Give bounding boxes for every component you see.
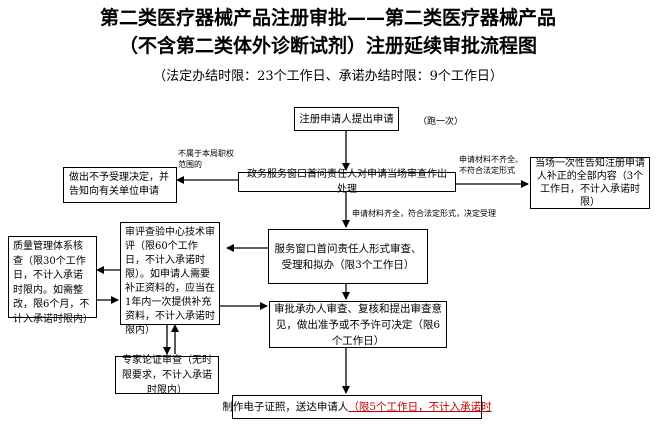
window-check-text: 政务服务窗口首问责任人对申请当场审查作出处理: [247, 169, 447, 195]
not-accept-box: 做出不予受理决定，并告知向有关单位申请: [63, 167, 177, 203]
expert-text: 专家论证审查（无时限要求，不计入承诺时限内）: [122, 354, 212, 396]
certificate-box: 制作电子证照，送达申请人（限5个工作日，不计入承诺时: [222, 395, 492, 419]
notify-once-text: 当场一次性告知注册申请人补正的全部内容（3个工作日，不计入承诺时限）: [535, 158, 645, 208]
formal-review-text: 服务窗口首问责任人形式审查、受理和拟办（限3个工作日）: [274, 242, 422, 271]
tech-review-text: 审评查验中心技术审评（限60个工作日，不计入承诺时限）。如申请人需要补正资料的，…: [125, 227, 215, 336]
incomplete-label: 申请材料不齐全、不符合法定形式: [459, 155, 523, 175]
out-of-scope-label: 不属于本局职权范围的: [178, 149, 234, 169]
expert-box: 专家论证审查（无时限要求，不计入承诺时限内）: [115, 355, 219, 396]
apply-box: 注册申请人提出申请: [294, 107, 399, 131]
approval-text: 审批承办人审查、复核和提出审查意见，做出准予或不予许可决定（限6个工作日）: [274, 302, 442, 347]
not-accept-text: 做出不予受理决定，并告知向有关单位申请: [69, 172, 169, 197]
certificate-limit: （限5个工作日，不计入承诺时: [348, 400, 492, 413]
tech-review-box: 审评查验中心技术审评（限60个工作日，不计入承诺时限）。如申请人需要补正资料的，…: [120, 222, 220, 336]
title-line1: 第二类医疗器械产品注册审批——第二类医疗器械产品: [99, 7, 556, 29]
one-time-label: （跑一次）: [418, 117, 464, 127]
apply-text: 注册申请人提出申请: [299, 112, 394, 125]
notify-once-box: 当场一次性告知注册申请人补正的全部内容（3个工作日，不计入承诺时限）: [530, 157, 650, 209]
formal-review-box: 服务窗口首问责任人形式审查、受理和拟办（限3个工作日）: [268, 229, 428, 284]
certificate-text: 制作电子证照，送达申请人: [222, 400, 349, 413]
complete-label: 申请材料齐全，符合法定形式，决定受理: [352, 209, 496, 218]
approval-box: 审批承办人审查、复核和提出审查意见，做出准予或不予许可决定（限6个工作日）: [269, 301, 447, 348]
subtitle: （法定办结时限：23个工作日、承诺办结时限：9个工作日）: [153, 69, 503, 84]
quality-check-box: 质量管理体系核查（限30个工作日，不计入承诺时限内。如需整改，限6个月，不计入承…: [8, 236, 97, 325]
title-line2: （不含第二类体外诊断试剂）注册延续审批流程图: [118, 35, 537, 57]
window-check-box: 政务服务窗口首问责任人对申请当场审查作出处理: [238, 169, 456, 195]
quality-check-text: 质量管理体系核查（限30个工作日，不计入承诺时限内。如需整改，限6个月，不计入承…: [13, 241, 93, 325]
